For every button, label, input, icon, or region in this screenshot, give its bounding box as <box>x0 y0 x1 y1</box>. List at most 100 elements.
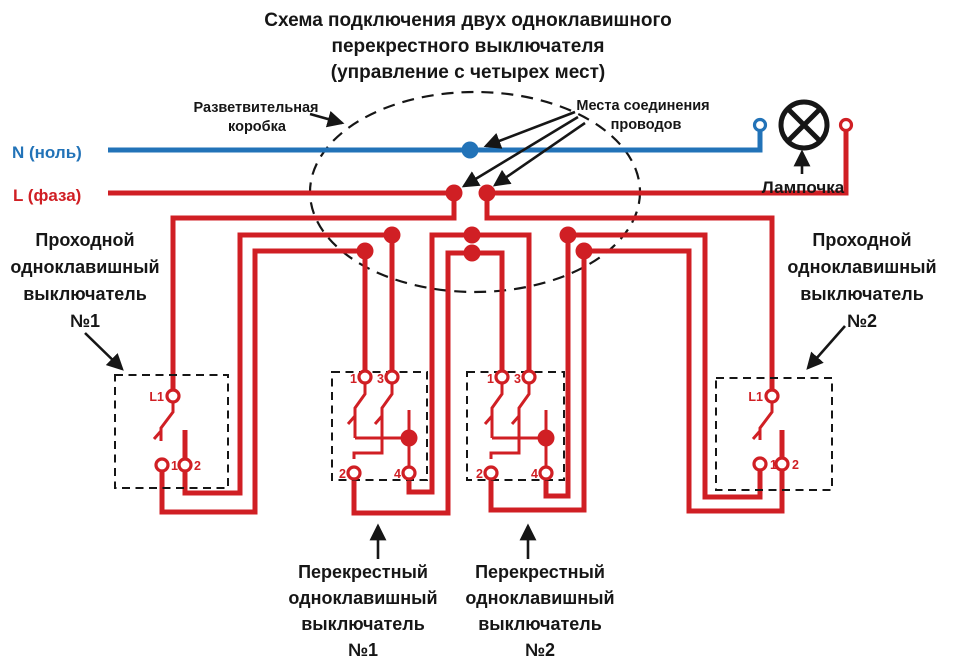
cross2-terminal-3 <box>521 369 537 385</box>
lamp-label: Лампочка <box>762 178 845 197</box>
wire-joints-arrow-phase-left <box>461 115 579 188</box>
pass-switch-2-arrow <box>806 325 846 370</box>
wire-sw1-t1-to-cross1-t1 <box>159 248 368 515</box>
svg-text:Места соединения: Места соединения <box>576 98 709 114</box>
diagram-title: Схема подключения двух одноклавишного пе… <box>264 10 671 83</box>
cross2-crosslink <box>489 429 521 459</box>
cross2-lever-a <box>490 384 504 438</box>
cross-switch-1-box <box>331 371 428 481</box>
sw1-terminal-1 <box>154 457 170 473</box>
sw2-terminal-l1-label: L1 <box>748 390 763 404</box>
cross1-terminal-2-label: 2 <box>339 467 346 481</box>
pass-switch-1: L1 1 2 <box>114 374 229 489</box>
cross2-terminal-2 <box>483 465 499 481</box>
title-line-3: (управление с четырех мест) <box>331 62 605 83</box>
phase-label: L (фаза) <box>13 186 81 205</box>
sw2-terminal-2 <box>774 456 790 472</box>
cross-switch-1: 1 3 2 4 <box>331 369 428 481</box>
svg-text:№1: №1 <box>348 640 378 660</box>
svg-text:одноклавишный: одноклавишный <box>465 588 614 608</box>
sw1-terminal-1-label: 1 <box>171 459 178 473</box>
pass-switch-2-label: Проходной одноклавишный выключатель №2 <box>787 230 936 331</box>
neutral-label: N (ноль) <box>12 143 82 162</box>
wire-cross2-t4-to-sw2-t1 <box>543 232 763 500</box>
cross2-terminal-1 <box>494 369 510 385</box>
joint-dot-bus1-mid <box>463 226 481 244</box>
cross2-lever-a-tick <box>483 415 494 425</box>
cross1-terminal-2 <box>346 465 362 481</box>
svg-text:одноклавишный: одноклавишный <box>787 257 936 277</box>
sw1-lever-tick <box>152 430 163 440</box>
sw2-terminal-l1 <box>764 388 780 404</box>
svg-text:№2: №2 <box>525 640 555 660</box>
svg-text:проводов: проводов <box>611 117 682 133</box>
svg-text:№2: №2 <box>847 311 877 331</box>
lamp-cross-icon <box>785 106 823 144</box>
svg-text:выключатель: выключатель <box>800 284 924 304</box>
wire-cross2-t2-to-sw2-t2 <box>488 248 785 514</box>
cross-switch-2-label: Перекрестный одноклавишный выключатель №… <box>465 562 614 660</box>
cross2-terminal-1-label: 1 <box>487 372 494 386</box>
title-line-2: перекрестного выключателя <box>332 36 605 57</box>
joint-dot-bus1-right <box>559 226 577 244</box>
svg-text:выключатель: выключатель <box>301 614 425 634</box>
phase-joint-dot-left <box>445 184 463 202</box>
cross1-terminal-3 <box>384 369 400 385</box>
neutral-wire <box>108 131 763 153</box>
joint-dot-bus2-left <box>356 242 374 260</box>
sw1-terminal-2 <box>177 457 193 473</box>
cross-switch-1-label: Перекрестный одноклавишный выключатель №… <box>288 562 437 660</box>
svg-text:одноклавишный: одноклавишный <box>288 588 437 608</box>
svg-text:Разветвительная: Разветвительная <box>193 100 318 116</box>
cross1-terminal-1-label: 1 <box>350 372 357 386</box>
svg-text:Проходной: Проходной <box>35 230 134 250</box>
svg-text:одноклавишный: одноклавишный <box>10 257 159 277</box>
sw1-lever <box>159 403 175 441</box>
svg-text:Перекрестный: Перекрестный <box>475 562 605 582</box>
lamp-terminal-neutral <box>752 117 768 133</box>
title-line-1: Схема подключения двух одноклавишного <box>264 10 671 31</box>
wire-sw1-t2-to-cross1-t3 <box>182 232 395 496</box>
cross1-terminal-1 <box>357 369 373 385</box>
sw1-terminal-l1 <box>165 388 181 404</box>
cross2-terminal-4-label: 4 <box>531 467 538 481</box>
junction-box-arrow <box>309 110 345 128</box>
svg-text:Перекрестный: Перекрестный <box>298 562 428 582</box>
cross1-lever-b <box>380 384 394 429</box>
wire-cross1-t2-to-cross2-t1 <box>351 250 505 516</box>
switched-phase-from-pass-switch-2 <box>484 193 775 391</box>
cross-switch-2: 1 3 2 4 <box>466 369 565 481</box>
cross1-lever-a-tick <box>346 415 357 425</box>
cross1-crosslink <box>352 429 384 459</box>
sw2-lever-tick <box>751 430 762 440</box>
svg-text:№1: №1 <box>70 311 100 331</box>
sw2-terminal-1 <box>752 456 768 472</box>
cross2-lever-b <box>517 384 531 429</box>
wire-joints-label: Места соединения проводов <box>576 98 709 133</box>
pass-switch-1-arrow <box>84 332 124 371</box>
lamp-symbol <box>752 99 854 151</box>
cross1-inner-joint-dot <box>400 429 418 447</box>
sw1-terminal-l1-label: L1 <box>149 390 164 404</box>
pass-switch-2: L1 1 2 <box>715 377 833 491</box>
neutral-joint-dot <box>461 141 479 159</box>
cross2-terminal-4 <box>538 465 554 481</box>
pass-switch-1-box <box>114 374 229 489</box>
svg-text:Проходной: Проходной <box>812 230 911 250</box>
phase-to-pass-switch-1 <box>170 193 457 391</box>
cross-switch-2-box <box>466 371 565 481</box>
wire-joints-arrow-phase-right <box>492 121 586 187</box>
wire-cross1-t4-to-cross2-t3 <box>406 232 532 495</box>
sw2-terminal-2-label: 2 <box>792 458 799 472</box>
joint-dot-bus2-mid <box>463 244 481 262</box>
junction-box-label: Разветвительная коробка <box>193 100 318 135</box>
joint-dot-bus2-right <box>575 242 593 260</box>
wire-joints-arrow-neutral <box>483 110 576 149</box>
cross1-terminal-3-label: 3 <box>377 372 384 386</box>
lamp-terminal-phase <box>838 117 854 133</box>
svg-text:выключатель: выключатель <box>23 284 147 304</box>
svg-text:коробка: коробка <box>228 119 287 135</box>
sw2-terminal-1-label: 1 <box>770 458 777 472</box>
cross2-terminal-2-label: 2 <box>476 467 483 481</box>
